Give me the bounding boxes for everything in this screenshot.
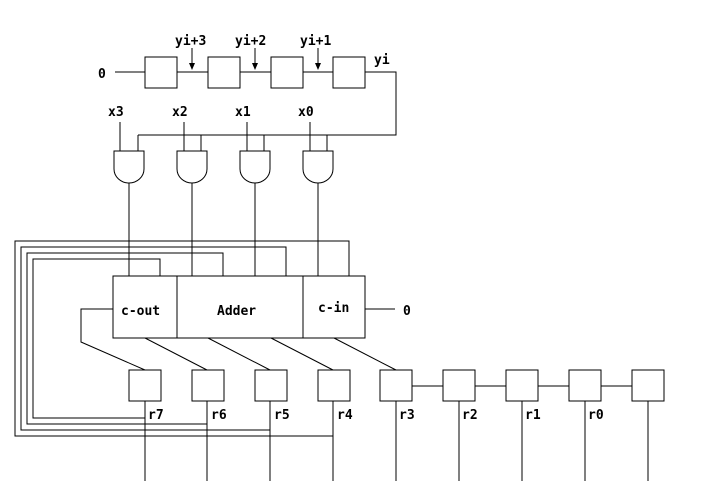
tap-arrow-yi1 [315,48,321,70]
tap-label-yi3: yi+3 [175,34,206,49]
sum-wire-r6 [144,337,208,371]
sum-wire-r5 [207,337,271,371]
sum-wire-r4 [270,337,334,371]
yi-feedback-bus [138,71,397,136]
result-cell-extra [631,369,665,402]
shift-input-label: 0 [98,67,106,82]
result-label-r7: r7 [148,408,164,423]
result-cell-r3 [379,369,413,402]
result-label-r2: r2 [462,408,478,423]
shift-cell-3 [270,56,304,89]
x1-label: x1 [235,105,251,120]
carry-in-label: c-in [318,301,349,316]
and-gate-x1 [239,122,271,184]
result-label-r4: r4 [337,408,353,423]
result-cell-r4 [317,369,351,402]
result-label-r3: r3 [399,408,415,423]
shift-output-label: yi [374,53,390,68]
result-cell-r2 [442,369,476,402]
carry-out-wire [80,308,146,371]
x2-label: x2 [172,105,188,120]
adder-block [112,275,366,339]
result-cell-r5 [254,369,288,402]
shift-cell-2 [207,56,241,89]
tap-arrow-yi3 [189,48,195,70]
and-gate-x3 [113,122,145,184]
result-cell-r7 [128,369,162,402]
result-cell-r6 [191,369,225,402]
tap-label-yi2: yi+2 [235,34,266,49]
x3-label: x3 [108,105,124,120]
result-cell-r0 [568,369,602,402]
shift-cell-1 [144,56,178,89]
carry-in-value: 0 [403,304,411,319]
tap-arrow-yi2 [252,48,258,70]
and-gate-x0 [302,122,334,184]
adder-title: Adder [217,304,256,319]
result-label-r0: r0 [588,408,604,423]
carry-out-label: c-out [121,304,160,319]
sum-wire-r3 [333,337,397,371]
result-label-r1: r1 [525,408,541,423]
result-label-r6: r6 [211,408,227,423]
and-gate-x2 [176,122,208,184]
tap-label-yi1: yi+1 [300,34,331,49]
shift-cell-4 [332,56,366,89]
x0-label: x0 [298,105,314,120]
result-label-r5: r5 [274,408,290,423]
result-cell-r1 [505,369,539,402]
